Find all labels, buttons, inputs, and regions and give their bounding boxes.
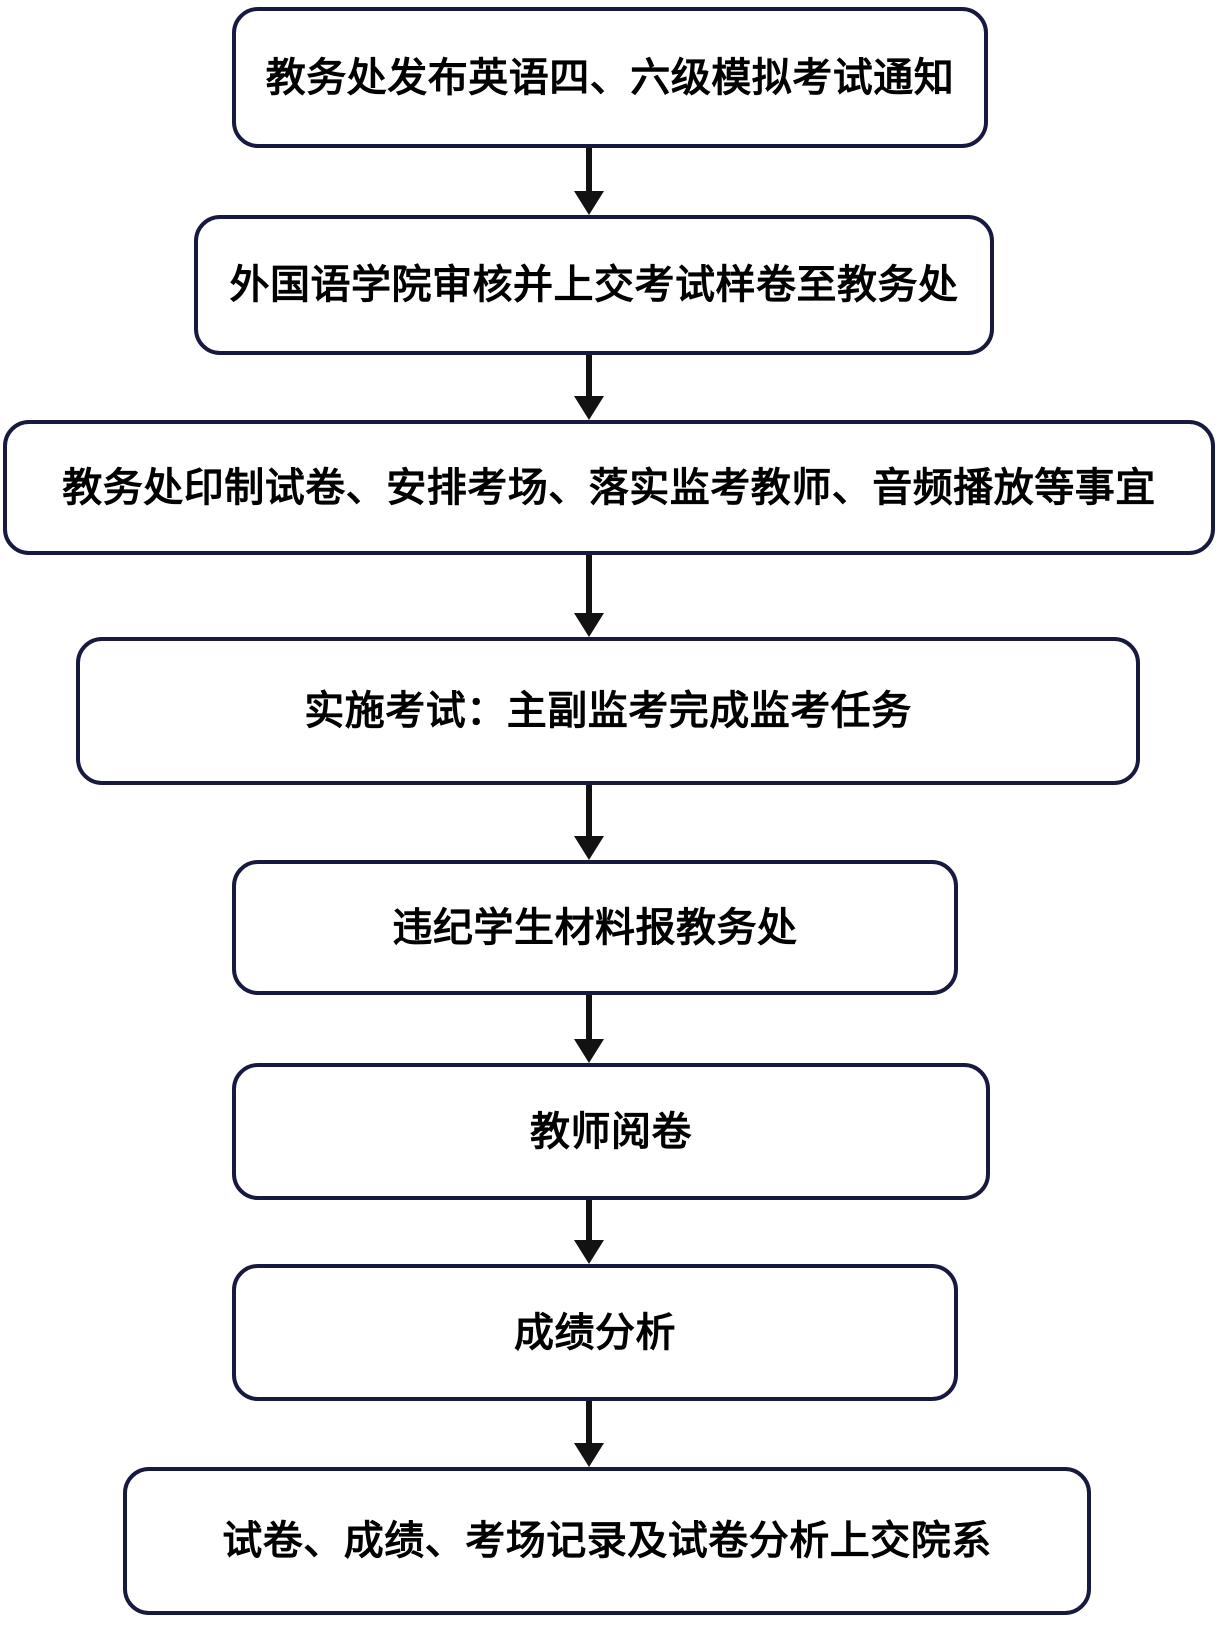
flow-node[interactable]: 教务处印制试卷、安排考场、落实监考教师、音频播放等事宜: [3, 420, 1215, 555]
flow-node-label: 成绩分析: [514, 1310, 676, 1355]
arrow-shaft: [586, 148, 592, 191]
arrow-head-icon: [574, 396, 604, 420]
flow-node-label: 实施考试：主副监考完成监考任务: [304, 689, 912, 733]
arrow-shaft: [586, 1401, 592, 1443]
flow-node[interactable]: 教师阅卷: [232, 1063, 990, 1200]
arrow-shaft: [586, 785, 592, 836]
flow-node[interactable]: 教务处发布英语四、六级模拟考试通知: [232, 7, 988, 148]
flow-node-label: 教师阅卷: [530, 1109, 692, 1154]
flow-node[interactable]: 试卷、成绩、考场记录及试卷分析上交院系: [123, 1467, 1091, 1615]
flow-node[interactable]: 违纪学生材料报教务处: [232, 860, 958, 995]
flow-node-label: 试卷、成绩、考场记录及试卷分析上交院系: [222, 1519, 992, 1563]
flow-node-label: 外国语学院审核并上交考试样卷至教务处: [229, 263, 959, 307]
arrow-head-icon: [574, 1240, 604, 1264]
arrow-head-icon: [574, 836, 604, 860]
arrow-shaft: [586, 995, 592, 1039]
flow-node-label: 教务处印制试卷、安排考场、落实监考教师、音频播放等事宜: [62, 465, 1156, 510]
arrow-head-icon: [574, 191, 604, 215]
arrow-shaft: [586, 555, 592, 613]
arrow-shaft: [586, 1200, 592, 1240]
flow-node[interactable]: 外国语学院审核并上交考试样卷至教务处: [194, 215, 994, 355]
arrow-head-icon: [574, 1039, 604, 1063]
arrow-shaft: [586, 355, 592, 396]
flow-node-label: 违纪学生材料报教务处: [392, 905, 798, 950]
arrow-head-icon: [574, 613, 604, 637]
flow-node[interactable]: 成绩分析: [232, 1264, 958, 1401]
flow-node[interactable]: 实施考试：主副监考完成监考任务: [76, 637, 1140, 785]
flow-node-label: 教务处发布英语四、六级模拟考试通知: [265, 55, 955, 100]
arrow-head-icon: [574, 1443, 604, 1467]
